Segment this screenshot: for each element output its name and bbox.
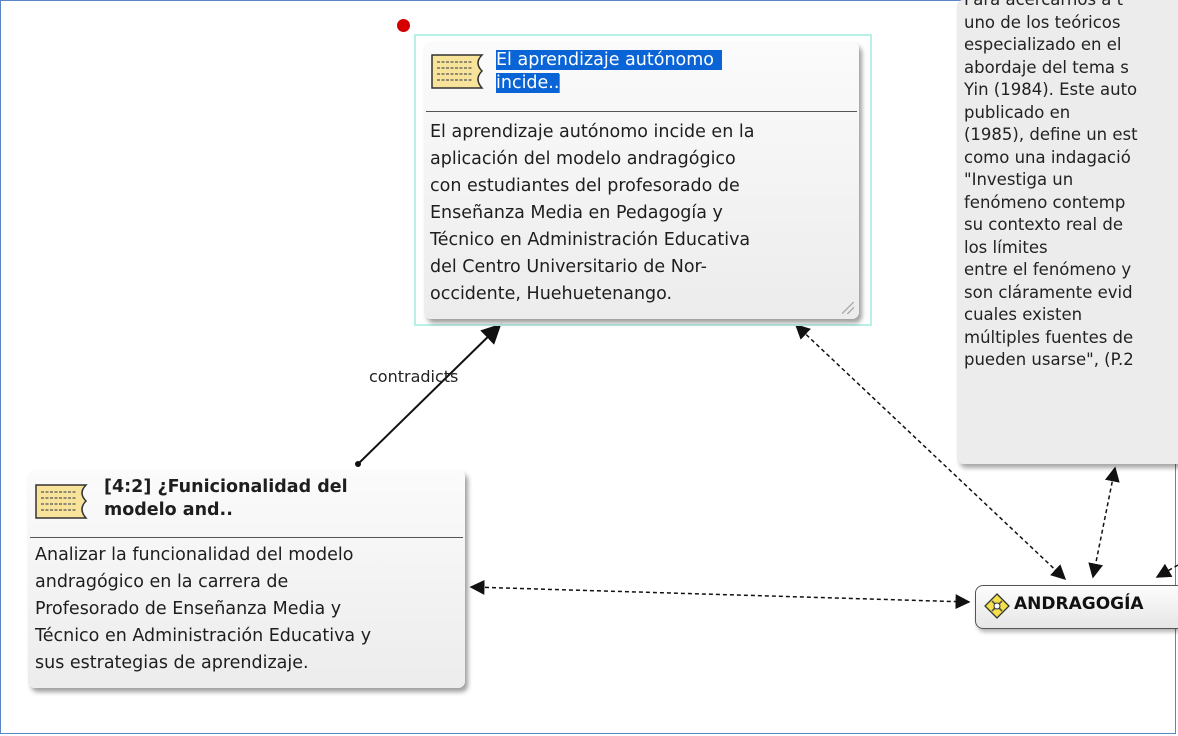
quotation-body-line: andragógico en la carrera de bbox=[35, 572, 289, 592]
code-label: ANDRAGOGÍA bbox=[1014, 594, 1144, 614]
quotation-title-line2: modelo and.. bbox=[104, 500, 233, 520]
memo-body: El aprendizaje autónomo incide en la apl… bbox=[430, 119, 855, 308]
quotation-body-line: Analizar la funcionalidad del modelo bbox=[35, 545, 354, 565]
quotation-divider bbox=[30, 537, 463, 538]
link-handle[interactable] bbox=[397, 19, 410, 32]
quotation-body: Analizar la funcionalidad del modelo and… bbox=[35, 542, 463, 677]
code-node-andragogia[interactable]: ANDRAGOGÍA bbox=[975, 585, 1178, 629]
memo-title[interactable]: El aprendizaje autónomo incide.. bbox=[496, 49, 786, 95]
memo-body-line: con estudiantes del profesorado de bbox=[430, 176, 740, 196]
memo-icon bbox=[35, 484, 88, 519]
memo-body-line: aplicación del modelo andragógico bbox=[430, 149, 736, 169]
code-icon bbox=[984, 593, 1010, 619]
quotation-title-line1: [4:2] ¿Funicionalidad del bbox=[104, 477, 348, 497]
memo-body-line: El aprendizaje autónomo incide en la bbox=[430, 122, 755, 142]
memo-node-aprendizaje[interactable]: El aprendizaje autónomo incide.. El apre… bbox=[424, 42, 859, 319]
memo-title-line2: incide.. bbox=[496, 73, 560, 93]
memo-body-line: Técnico en Administración Educativa bbox=[430, 230, 751, 250]
memo-body-line: occidente, Huehuetenango. bbox=[430, 284, 673, 304]
relation-label[interactable]: contradicts bbox=[369, 367, 459, 386]
quotation-body-line: Técnico en Administración Educativa y bbox=[35, 626, 372, 646]
memo-title-line1: El aprendizaje autónomo bbox=[496, 50, 722, 70]
resize-grip-icon[interactable] bbox=[842, 302, 854, 314]
quotation-body-line: sus estrategias de aprendizaje. bbox=[35, 653, 309, 673]
quote-excerpt-node[interactable]: Para acercarnos a t uno de los teóricos … bbox=[957, 0, 1178, 464]
memo-body-line: del Centro Universitario de Nor- bbox=[430, 257, 707, 277]
memo-body-line: Enseñanza Media en Pedagogía y bbox=[430, 203, 723, 223]
memo-node-funcionalidad[interactable]: [4:2] ¿Funicionalidad del modelo and.. A… bbox=[28, 470, 465, 688]
quote-excerpt-text: Para acercarnos a t uno de los teóricos … bbox=[964, 0, 1138, 369]
quotation-title[interactable]: [4:2] ¿Funicionalidad del modelo and.. bbox=[104, 476, 454, 522]
memo-icon bbox=[431, 54, 484, 89]
selection-outline bbox=[414, 34, 872, 326]
quotation-body-line: Profesorado de Enseñanza Media y bbox=[35, 599, 342, 619]
memo-divider bbox=[426, 111, 857, 112]
